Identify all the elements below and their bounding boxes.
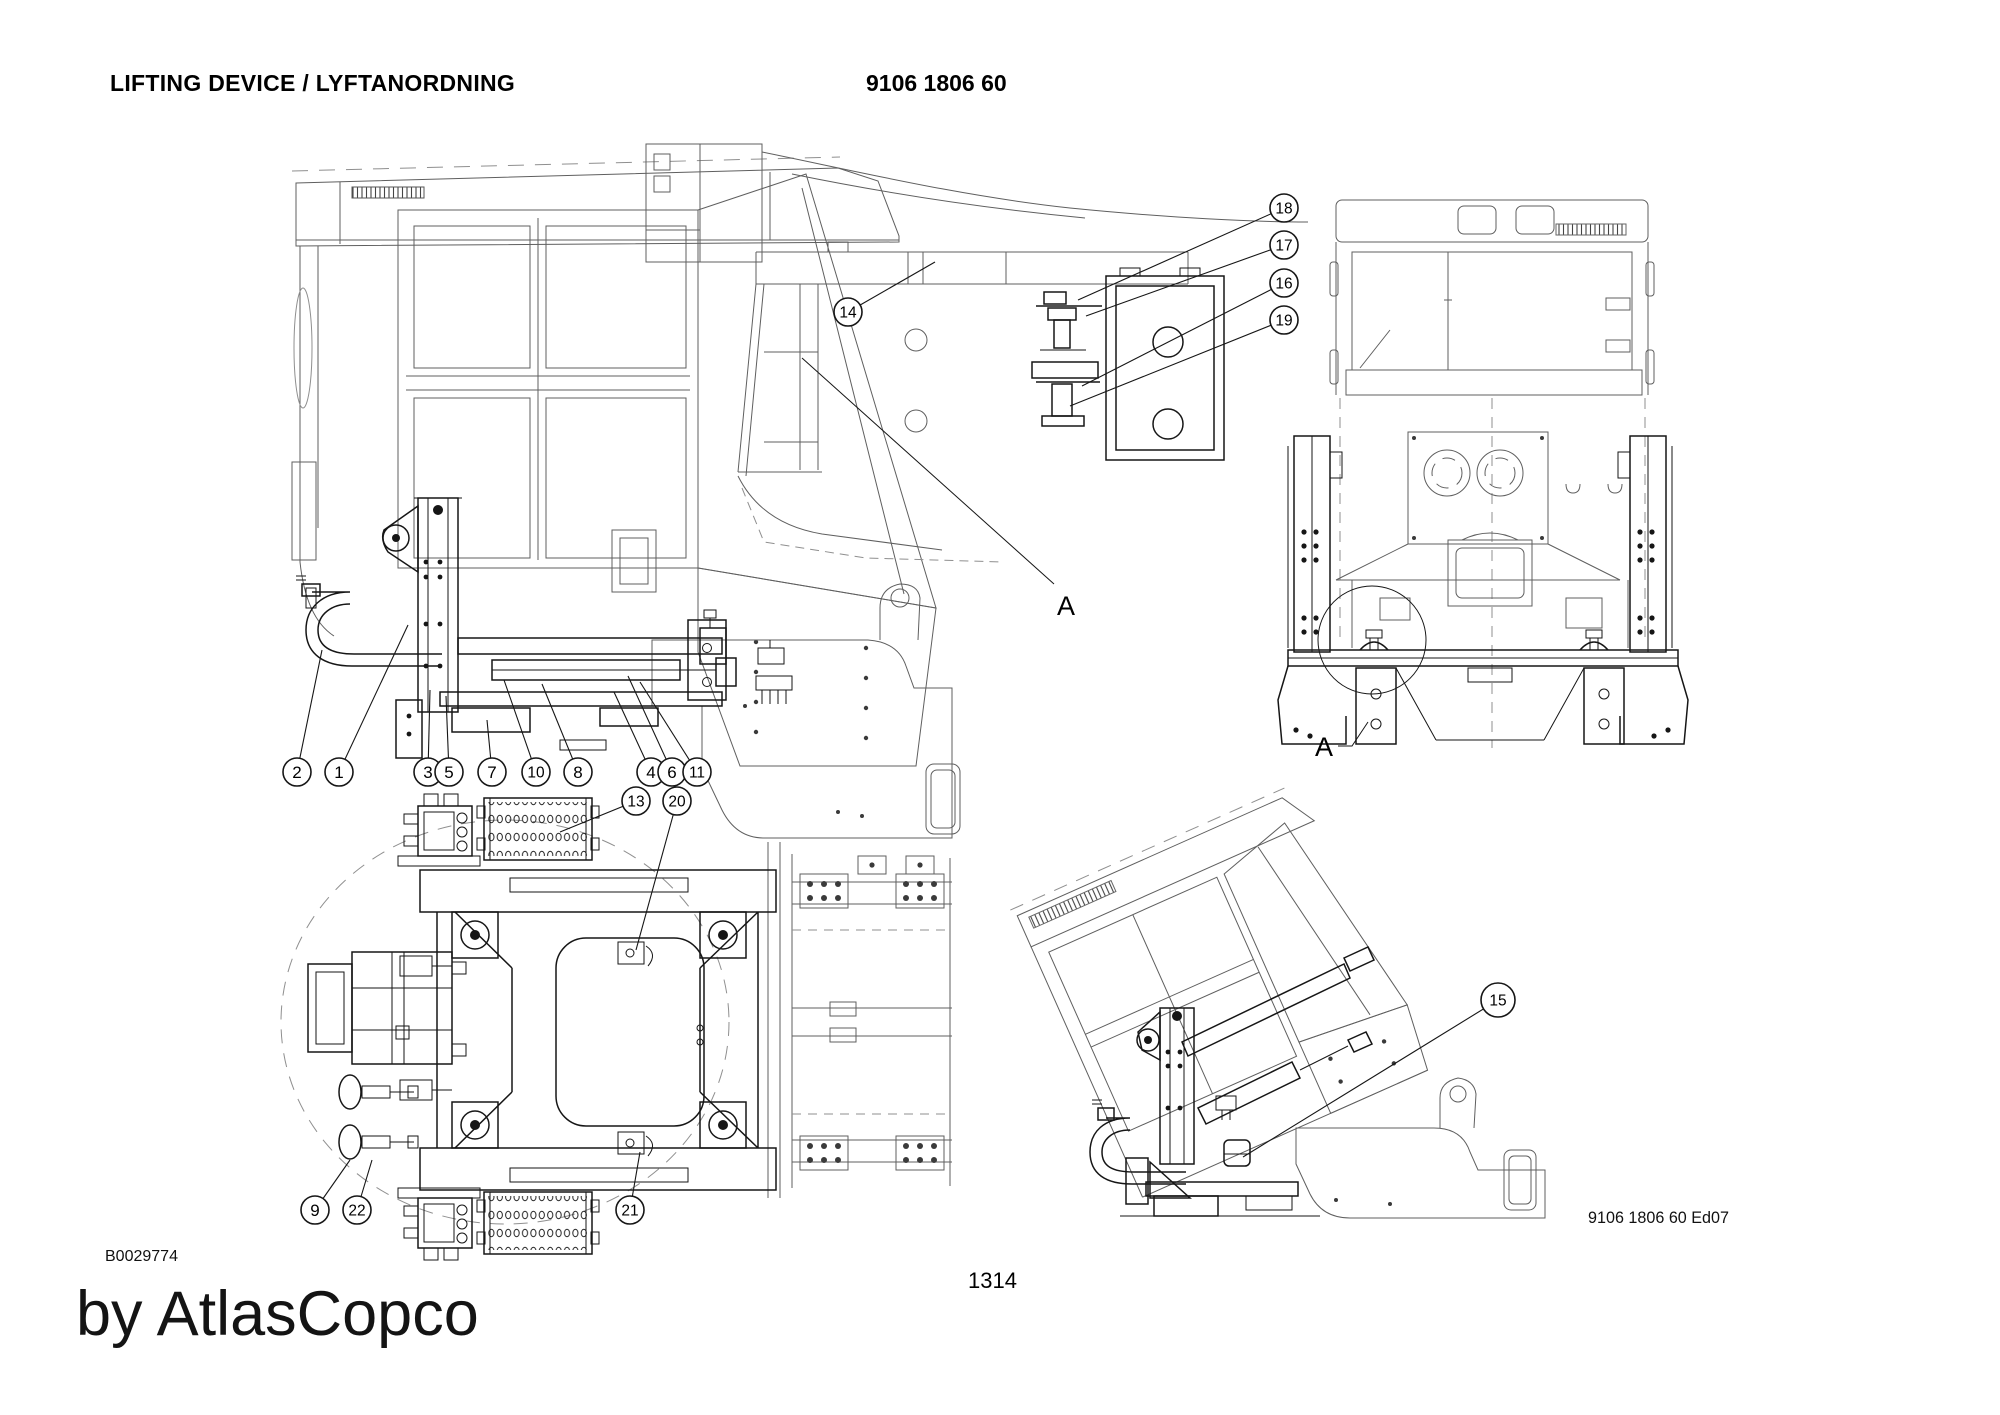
callout-leader-18 bbox=[1077, 207, 1285, 301]
callout-leader-19 bbox=[1069, 319, 1285, 407]
svg-text:5: 5 bbox=[444, 763, 453, 782]
lifting-frame bbox=[1277, 435, 1689, 745]
callout-9: 9 bbox=[300, 1195, 330, 1225]
canopy-fragment bbox=[645, 143, 1309, 263]
callout-leader-15 bbox=[1242, 999, 1499, 1158]
clamp-assembly-bottom bbox=[397, 1187, 481, 1261]
chassis-plan bbox=[767, 842, 952, 1198]
step-plate-top bbox=[476, 797, 600, 861]
callout-leader-14 bbox=[847, 261, 936, 313]
svg-text:13: 13 bbox=[627, 794, 644, 811]
tilted-view-drawing bbox=[1010, 787, 1546, 1219]
svg-text:6: 6 bbox=[667, 763, 676, 782]
fan-housing bbox=[1335, 431, 1629, 648]
svg-text:19: 19 bbox=[1275, 313, 1292, 330]
callout-leader-17 bbox=[1085, 244, 1285, 317]
svg-text:14: 14 bbox=[839, 305, 857, 322]
callout-20: 20 bbox=[662, 786, 692, 816]
svg-text:21: 21 bbox=[621, 1203, 638, 1220]
callout-10: 10 bbox=[521, 757, 551, 787]
cab-rear bbox=[1329, 199, 1655, 748]
lifting-device-tilted bbox=[1089, 946, 1375, 1217]
detail-a-drawing: A bbox=[645, 143, 1309, 621]
callout-7: 7 bbox=[477, 757, 507, 787]
callout-leader-10 bbox=[503, 679, 537, 773]
shackle-pins bbox=[338, 1074, 419, 1160]
mounting-beam bbox=[737, 241, 1189, 585]
svg-text:16: 16 bbox=[1275, 276, 1292, 293]
document-code: B0029774 bbox=[105, 1248, 178, 1265]
lifting-frame-plan bbox=[395, 869, 777, 1191]
bolt-stack-lower bbox=[1031, 361, 1100, 427]
chassis bbox=[651, 583, 961, 839]
callout-2: 2 bbox=[282, 757, 312, 787]
callout-21: 21 bbox=[615, 1195, 645, 1225]
tilted-cab bbox=[1010, 787, 1429, 1198]
svg-text:20: 20 bbox=[668, 794, 686, 811]
callout-17: 17 bbox=[1269, 230, 1299, 260]
lifting-device bbox=[381, 497, 793, 759]
part-number: 9106 1806 60 bbox=[866, 70, 1007, 96]
step-plate-bottom bbox=[476, 1191, 600, 1255]
svg-text:7: 7 bbox=[487, 763, 496, 782]
page-title: LIFTING DEVICE / LYFTANORDNING bbox=[110, 70, 516, 96]
mount-block-left bbox=[307, 951, 467, 1065]
callout-leader-1 bbox=[338, 624, 409, 773]
svg-text:1: 1 bbox=[334, 763, 343, 782]
callout-5: 5 bbox=[434, 757, 464, 787]
cab-body bbox=[291, 156, 937, 767]
callout-6: 6 bbox=[657, 757, 687, 787]
svg-text:3: 3 bbox=[423, 763, 432, 782]
callout-11: 11 bbox=[682, 757, 712, 787]
callout-4: 4 bbox=[636, 757, 666, 787]
svg-text:8: 8 bbox=[573, 763, 582, 782]
callout-14: 14 bbox=[833, 297, 863, 327]
side-view-drawing bbox=[291, 156, 961, 839]
detail-ref-leader bbox=[1338, 721, 1369, 747]
callout-leader-8 bbox=[541, 683, 579, 773]
callout-16: 16 bbox=[1269, 268, 1299, 298]
rear-view-drawing: A bbox=[1277, 199, 1689, 762]
detail-a-circle bbox=[1317, 585, 1427, 695]
chassis-tilted-view bbox=[1295, 1077, 1546, 1219]
support-bracket bbox=[1105, 267, 1225, 461]
svg-text:11: 11 bbox=[689, 765, 705, 782]
svg-text:4: 4 bbox=[646, 763, 655, 782]
callout-3: 3 bbox=[413, 757, 443, 787]
callout-18: 18 bbox=[1269, 193, 1299, 223]
callout-leader-16 bbox=[1081, 282, 1285, 387]
callout-15: 15 bbox=[1480, 982, 1516, 1018]
svg-text:10: 10 bbox=[527, 765, 545, 782]
cab-roof-outline bbox=[280, 819, 730, 1225]
svg-text:17: 17 bbox=[1275, 238, 1292, 255]
callout-22: 22 bbox=[342, 1195, 372, 1225]
callout-1: 1 bbox=[324, 757, 354, 787]
callout-leader-11 bbox=[639, 681, 698, 773]
svg-text:15: 15 bbox=[1489, 993, 1506, 1010]
clamp-assembly-top bbox=[397, 793, 481, 867]
callout-8: 8 bbox=[563, 757, 593, 787]
brand-watermark: by AtlasCopco bbox=[76, 1279, 479, 1349]
callout-19: 19 bbox=[1269, 305, 1299, 335]
page-number: 1314 bbox=[968, 1268, 1017, 1293]
detail-section-label: A bbox=[1057, 591, 1075, 621]
edition-note: 9106 1806 60 Ed07 bbox=[1588, 1208, 1730, 1227]
callout-leader-20 bbox=[635, 800, 678, 951]
svg-text:9: 9 bbox=[310, 1201, 319, 1220]
callout-leader-2 bbox=[296, 649, 323, 773]
callout-leader-6 bbox=[627, 675, 673, 773]
svg-text:18: 18 bbox=[1275, 201, 1292, 218]
callout-leader-lines bbox=[296, 207, 1499, 1211]
hydraulic-hose bbox=[296, 575, 442, 667]
svg-text:2: 2 bbox=[292, 763, 301, 782]
svg-text:22: 22 bbox=[348, 1203, 365, 1220]
detail-ref-label: A bbox=[1315, 732, 1333, 762]
callout-13: 13 bbox=[621, 786, 651, 816]
bolt-stack-upper bbox=[1036, 291, 1102, 351]
plan-view-drawing bbox=[280, 793, 952, 1261]
